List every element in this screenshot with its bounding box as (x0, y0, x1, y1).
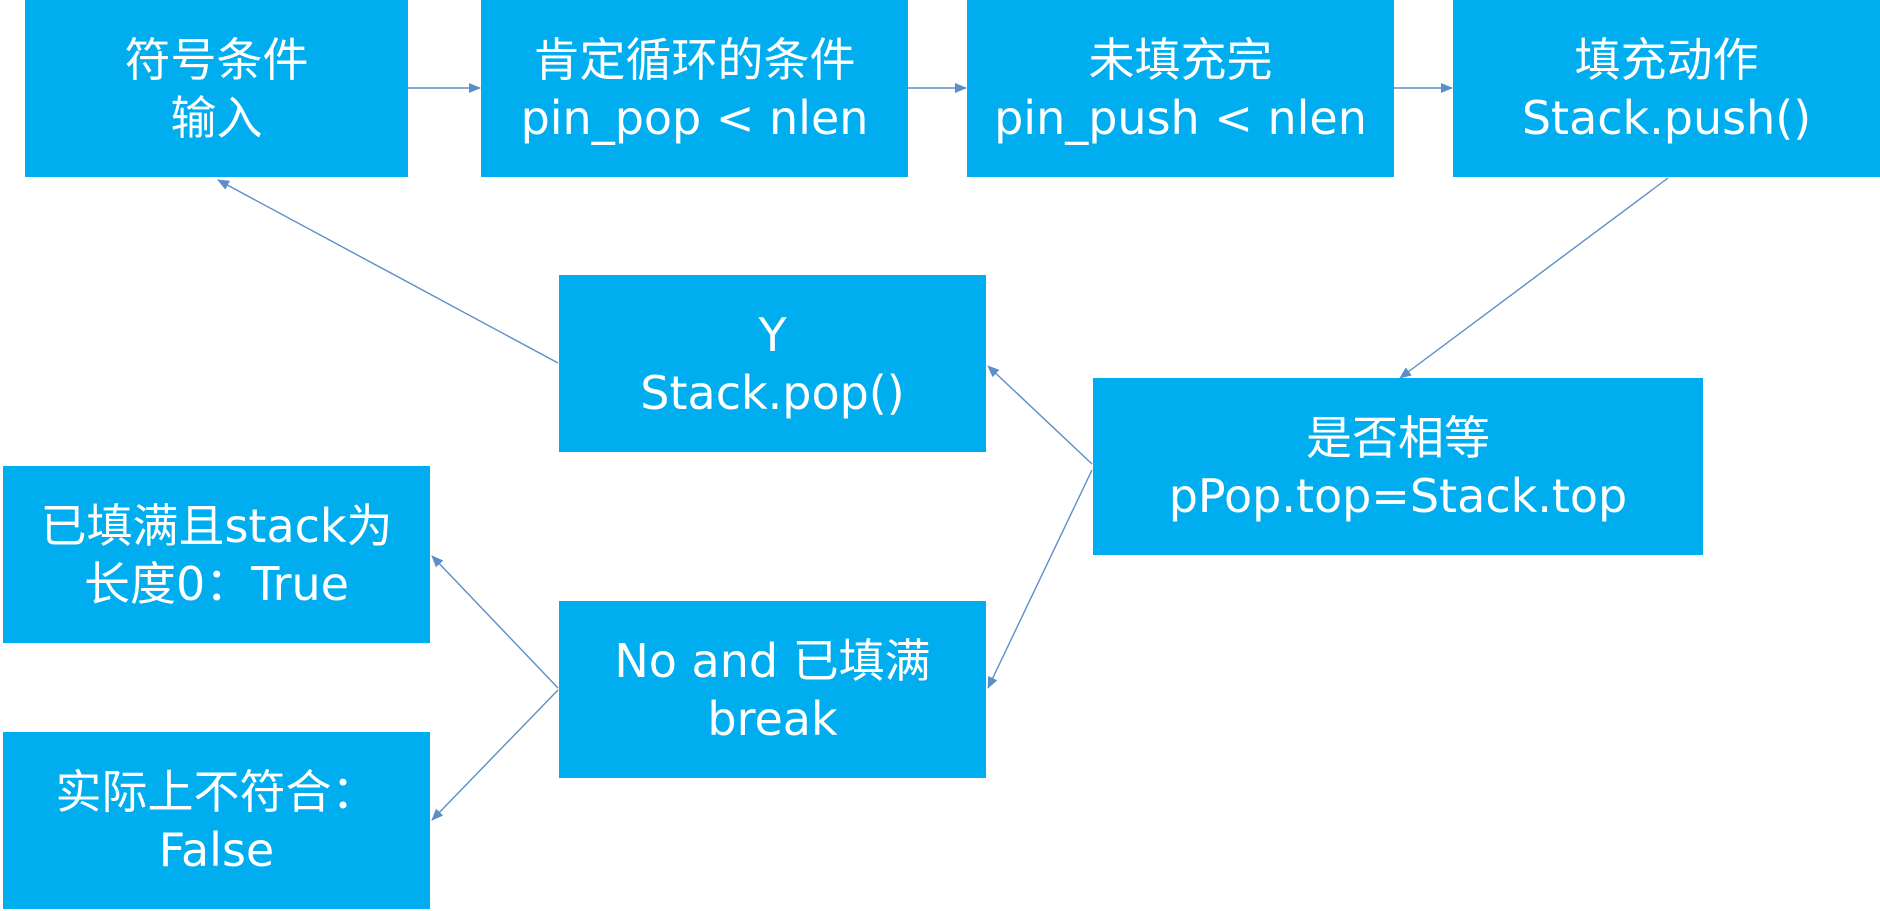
node-loop-condition-line2: pin_pop < nlen (520, 90, 869, 145)
node-filled-true-line1: 已填满且stack为 (40, 498, 393, 553)
node-loop-condition: 肯定循环的条件 pin_pop < nlen (481, 0, 908, 177)
node-yes-pop-line1: Y (758, 307, 787, 362)
arrow-equal-check-to-no-break (987, 469, 1093, 689)
arrow-fill-action-to-equal-check (1399, 177, 1669, 379)
node-symbol-input-line1: 符号条件 (124, 32, 309, 87)
node-filled-true: 已填满且stack为 长度0：True (3, 466, 430, 643)
arrow-equal-check-to-yes-pop (987, 365, 1093, 465)
node-fill-action-line2: Stack.push() (1521, 90, 1812, 145)
arrow-no-break-to-filled-true (431, 555, 559, 689)
arrow-no-break-to-false-result (431, 689, 559, 821)
node-equal-check: 是否相等 pPop.top=Stack.top (1093, 378, 1703, 555)
node-symbol-input-line2: 输入 (170, 90, 263, 145)
node-no-break: No and 已填满 break (559, 601, 986, 778)
arrow-yes-pop-to-symbol-input (217, 179, 559, 364)
node-symbol-input: 符号条件 输入 (25, 0, 408, 177)
node-yes-pop: Y Stack.pop() (559, 275, 986, 452)
node-false-result: 实际上不符合： False (3, 732, 430, 909)
node-yes-pop-line2: Stack.pop() (640, 365, 905, 420)
node-not-filled-line1: 未填充完 (1088, 32, 1273, 87)
node-fill-action-line1: 填充动作 (1574, 32, 1759, 87)
node-equal-check-line2: pPop.top=Stack.top (1168, 468, 1628, 523)
node-false-result-line2: False (158, 822, 275, 877)
node-not-filled-line2: pin_push < nlen (994, 90, 1367, 145)
node-loop-condition-line1: 肯定循环的条件 (533, 32, 856, 87)
node-filled-true-line2: 长度0：True (84, 556, 349, 611)
node-fill-action: 填充动作 Stack.push() (1453, 0, 1880, 177)
node-false-result-line1: 实际上不符合： (55, 764, 378, 819)
node-no-break-line1: No and 已填满 (614, 633, 931, 688)
node-equal-check-line1: 是否相等 (1306, 410, 1490, 465)
node-no-break-line2: break (707, 691, 838, 746)
node-not-filled: 未填充完 pin_push < nlen (967, 0, 1394, 177)
